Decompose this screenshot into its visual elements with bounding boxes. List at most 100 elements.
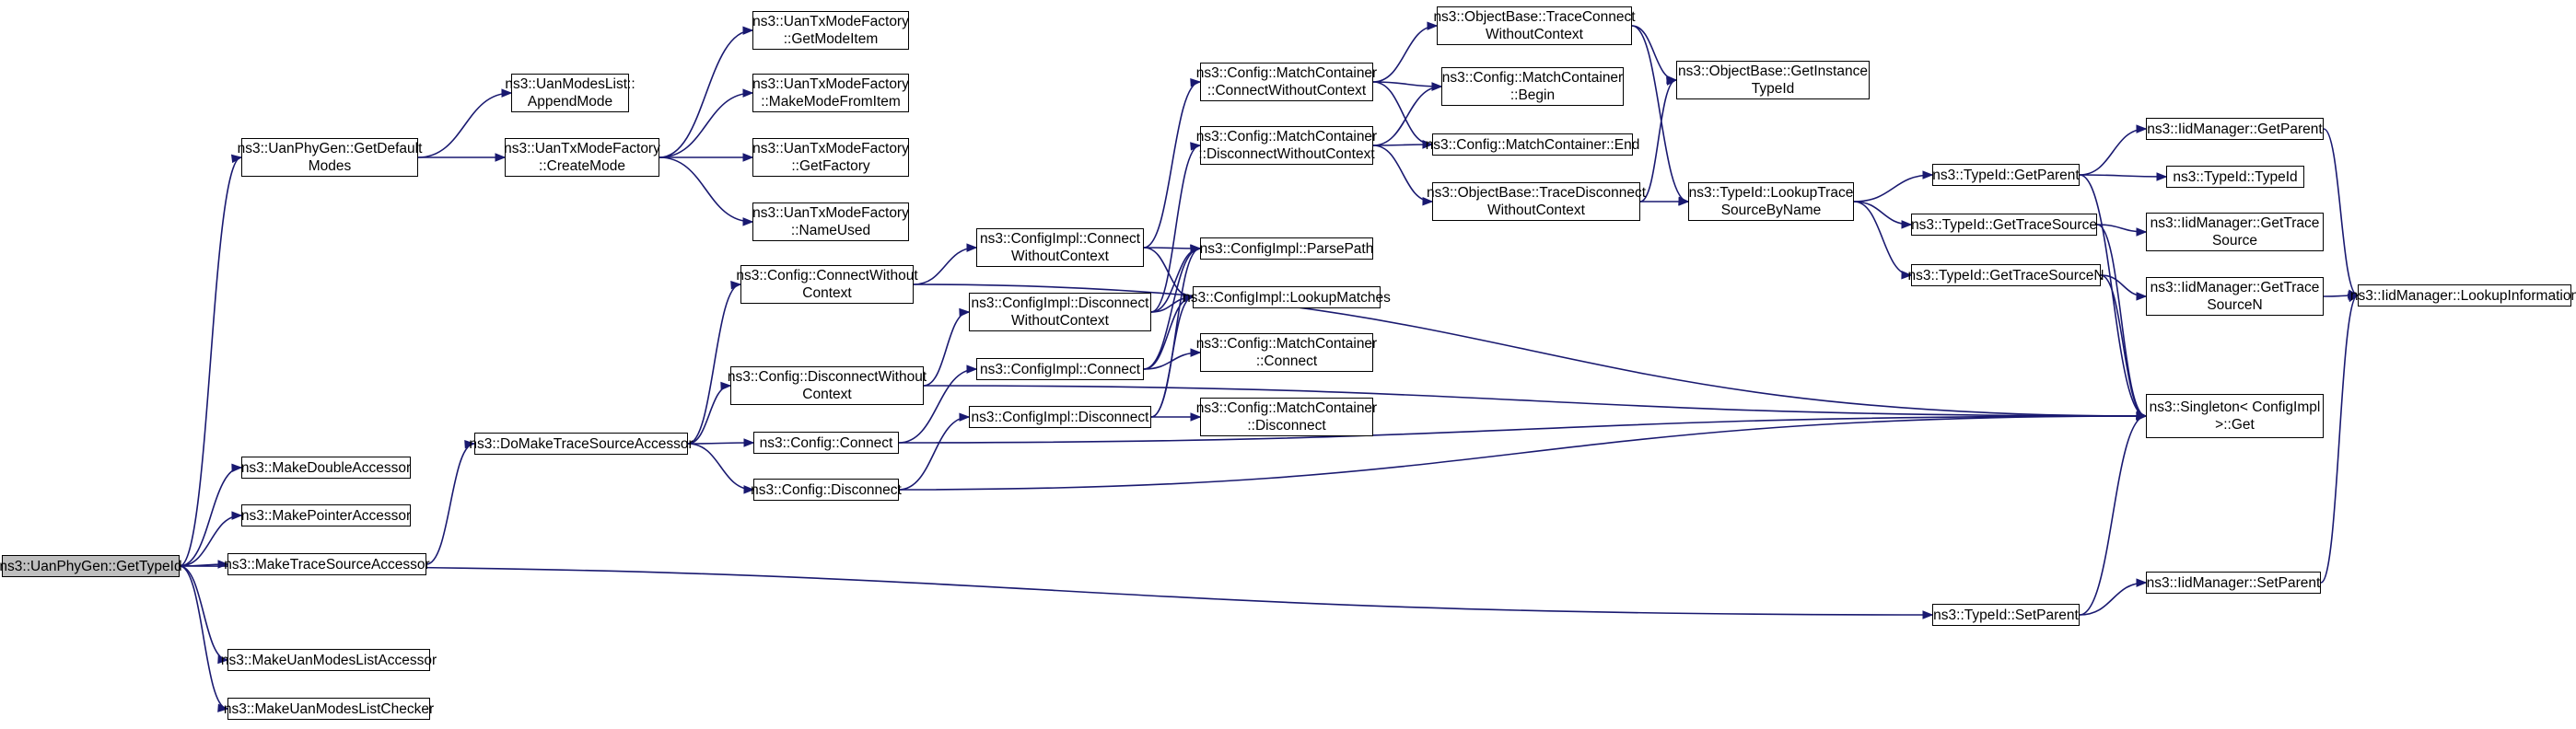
node-makepointeraccessor[interactable]: ns3::MakePointerAccessor (241, 504, 411, 526)
arrowhead-ciDisconnect (959, 412, 971, 422)
node-makeuanmodeslistaccessor[interactable]: ns3::MakeUanModesListAccessor (221, 649, 437, 671)
edge-imSetParent-to-imLookupInformation (2320, 295, 2359, 584)
node-objectbase-getinstancetypeid[interactable]: ns3::ObjectBase::GetInstance TypeId (1676, 61, 1870, 99)
node-configimpl-disconnect[interactable]: ns3::ConfigImpl::Disconnect (969, 406, 1151, 428)
arrowhead-imGetTraceSourceN (2136, 292, 2148, 301)
arrowhead-cfgConnect (743, 438, 755, 447)
edge-root-to-makeUanModesListChecker (179, 565, 228, 710)
node-uantxmodefactory-getmodeitem[interactable]: ns3::UanTxModeFactory ::GetModeItem (752, 11, 909, 50)
arrowhead-doMakeTraceSourceAccessor (464, 439, 476, 449)
arrowhead-mcEnd (1422, 140, 1434, 149)
edge-cfgDisconnect-to-singletonGet (898, 415, 2147, 491)
node-matchcontainer-connectwithoutcontext[interactable]: ns3::Config::MatchContainer ::ConnectWit… (1196, 63, 1377, 101)
node-objectbase-tracedisconnectwithoutcontext[interactable]: ns3::ObjectBase::TraceDisconnect Without… (1427, 182, 1646, 221)
edge-createMode-to-nameUsed (659, 156, 753, 223)
arrowhead-singletonGet (2136, 411, 2148, 422)
arrowhead-obTraceConnect (1427, 21, 1439, 30)
edge-root-to-getDefaultModes (179, 156, 242, 567)
node-objectbase-traceconnectwithoutcontext[interactable]: ns3::ObjectBase::TraceConnect WithoutCon… (1433, 6, 1636, 45)
arrowhead-tidTypeId (2156, 172, 2168, 181)
arrowhead-obGetInstance (1666, 76, 1678, 86)
edge-doMakeTraceSourceAccessor-to-cfgDisconnect (687, 443, 754, 491)
node-singleton-configimpl-get[interactable]: ns3::Singleton< ConfigImpl >::Get (2146, 394, 2324, 438)
node-uantxmodefactory-nameused[interactable]: ns3::UanTxModeFactory ::NameUsed (752, 202, 909, 241)
arrowhead-lookupTraceSource (1678, 197, 1690, 206)
arrowhead-ciDisconnectWithout (959, 307, 971, 318)
node-config-disconnect[interactable]: ns3::Config::Disconnect (751, 479, 902, 501)
edge-obTraceDisconnect-to-obGetInstance (1639, 79, 1677, 202)
node-typeid-setparent[interactable]: ns3::TypeId::SetParent (1932, 604, 2080, 626)
node-configimpl-parsepath[interactable]: ns3::ConfigImpl::ParsePath (1200, 237, 1373, 260)
edge-root-to-tidSetParent (179, 565, 1933, 616)
node-uanmodeslist-appendmode[interactable]: ns3::UanModesList:: AppendMode (505, 74, 635, 112)
node-matchcontainer-connect[interactable]: ns3::Config::MatchContainer ::Connect (1196, 333, 1377, 372)
edge-mcDisconnectWithout-to-obTraceDisconnect (1372, 145, 1433, 202)
node-configimpl-lookupmatches[interactable]: ns3::ConfigImpl::LookupMatches (1183, 286, 1391, 308)
node-iidmanager-setparent[interactable]: ns3::IidManager::SetParent (2146, 572, 2321, 594)
node-iidmanager-gettracesource[interactable]: ns3::IidManager::GetTrace Source (2146, 213, 2324, 251)
arrowhead-imGetParent (2136, 124, 2148, 133)
node-configimpl-connectwithoutcontext[interactable]: ns3::ConfigImpl::Connect WithoutContext (976, 228, 1144, 267)
node-config-connectwithoutcontext[interactable]: ns3::Config::ConnectWithout Context (736, 265, 918, 304)
arrowhead-mcConnect (1190, 348, 1202, 357)
node-makedoubleaccessor[interactable]: ns3::MakeDoubleAccessor (241, 457, 411, 479)
edge-mcConnectWithout-to-obTraceConnect (1372, 25, 1438, 83)
node-uantxmodefactory-getfactory[interactable]: ns3::UanTxModeFactory ::GetFactory (752, 138, 909, 177)
node-iidmanager-lookupinformation[interactable]: ns3::IidManager::LookupInformation (2350, 284, 2576, 307)
node-iidmanager-gettracesourcen[interactable]: ns3::IidManager::GetTrace SourceN (2146, 277, 2324, 316)
edge-obTraceConnect-to-lookupTraceSource (1631, 25, 1689, 202)
edge-createMode-to-getModeItem (659, 29, 753, 158)
node-uanphygen-getdefaultmodes[interactable]: ns3::UanPhyGen::GetDefault Modes (238, 138, 422, 177)
node-typeid-getparent[interactable]: ns3::TypeId::GetParent (1932, 164, 2080, 186)
node-maketracesourceaccessor[interactable]: ns3::MakeTraceSourceAccessor (224, 553, 430, 575)
node-typeid-gettracesource[interactable]: ns3::TypeId::GetTraceSource (1911, 214, 2097, 236)
arrowhead-mcDisconnectWithout (1190, 142, 1202, 151)
arrowhead-ciConnectWithout (966, 243, 978, 252)
edge-tidSetParent-to-singletonGet (2079, 415, 2147, 616)
arrowhead-parsePath (1190, 245, 1202, 254)
node-configimpl-connect[interactable]: ns3::ConfigImpl::Connect (976, 358, 1144, 380)
edge-tidGetParent-to-tidTypeId (2079, 174, 2167, 178)
node-makeuanmodeslistchecker[interactable]: ns3::MakeUanModesListChecker (224, 698, 434, 720)
edge-doMakeTraceSourceAccessor-to-cfgConnectWithout (687, 284, 741, 445)
edge-ciDisconnect-to-parsePath (1150, 248, 1201, 418)
edge-imGetParent-to-imLookupInformation (2323, 128, 2359, 296)
node-uantxmodefactory-createmode[interactable]: ns3::UanTxModeFactory ::CreateMode (504, 138, 660, 177)
edge-doMakeTraceSourceAccessor-to-cfgConnect (687, 442, 754, 445)
node-matchcontainer-disconnect[interactable]: ns3::Config::MatchContainer ::Disconnect (1196, 398, 1377, 436)
node-typeid-lookuptracesourcebyname[interactable]: ns3::TypeId::LookupTrace SourceByName (1688, 182, 1854, 221)
node-typeid-typeid[interactable]: ns3::TypeId::TypeId (2166, 166, 2304, 188)
arrowhead-mcDisconnect (1190, 412, 1202, 422)
edge-makeTraceSourceAccessor-to-doMakeTraceSourceAccessor (425, 443, 475, 565)
edge-tidGetParent-to-singletonGet (2079, 174, 2147, 417)
node-iidmanager-getparent[interactable]: ns3::IidManager::GetParent (2146, 118, 2324, 140)
arrowhead-createMode (495, 153, 507, 162)
edge-mcDisconnectWithout-to-mcBegin (1372, 86, 1442, 146)
node-config-disconnectwithoutcontext[interactable]: ns3::Config::DisconnectWithout Context (728, 366, 927, 405)
node-matchcontainer-end[interactable]: ns3::Config::MatchContainer::End (1426, 133, 1639, 156)
arrowhead-mcBegin (1431, 82, 1443, 91)
edge-tidGetTraceSource-to-singletonGet (2096, 224, 2147, 417)
node-configimpl-disconnectwithoutcontext[interactable]: ns3::ConfigImpl::Disconnect WithoutConte… (969, 293, 1151, 331)
arrowhead-getDefaultModes (230, 154, 243, 164)
arrowhead-makeDoubleAccessor (231, 463, 243, 473)
node-typeid-gettracesourcen[interactable]: ns3::TypeId::GetTraceSourceN (1907, 264, 2104, 286)
edge-cfgConnectWithout-to-singletonGet (913, 284, 2147, 417)
arrowhead-cfgConnectWithout (730, 281, 742, 290)
edge-createMode-to-makeModeFromItem (659, 92, 753, 158)
arrowhead-getModeItem (742, 26, 754, 35)
edge-mcConnectWithout-to-mcEnd (1372, 81, 1433, 145)
node-matchcontainer-disconnectwithoutcontext[interactable]: ns3::Config::MatchContainer ::Disconnect… (1196, 126, 1377, 165)
edge-cfgConnect-to-singletonGet (898, 415, 2147, 444)
node-uantxmodefactory-makemodefromitem[interactable]: ns3::UanTxModeFactory ::MakeModeFromItem (752, 74, 909, 112)
node-config-connect[interactable]: ns3::Config::Connect (753, 432, 899, 454)
arrowhead-tidGetParent (1922, 170, 1934, 179)
node-matchcontainer-begin[interactable]: ns3::Config::MatchContainer ::Begin (1441, 67, 1624, 106)
edge-getDefaultModes-to-appendMode (417, 92, 512, 158)
edge-cfgDisconnectWithout-to-ciDisconnectWithout (923, 311, 970, 387)
node-domaketracesourceaccessor[interactable]: ns3::DoMakeTraceSourceAccessor (469, 433, 694, 455)
arrowhead-tidGetTraceSource (1901, 220, 1913, 229)
arrowhead-nameUsed (742, 217, 754, 226)
